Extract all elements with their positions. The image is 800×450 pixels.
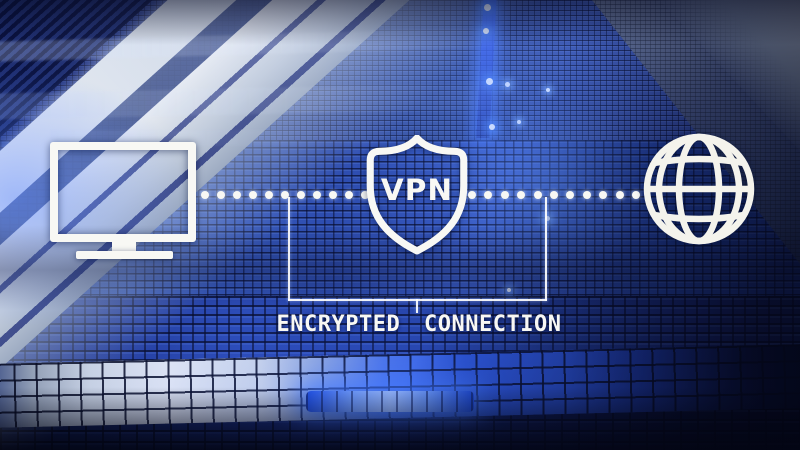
vpn-shield-label: VPN xyxy=(381,173,453,207)
monitor-stand-base xyxy=(76,251,173,259)
connection-dot xyxy=(549,190,558,199)
bracket-line-tick xyxy=(416,299,418,313)
connection-dot xyxy=(533,190,542,199)
connection-dot xyxy=(361,190,369,199)
dotted-connection-left xyxy=(201,190,369,199)
connection-dot xyxy=(313,190,321,199)
connection-dot xyxy=(281,190,289,199)
connection-dot xyxy=(329,190,337,199)
connection-dot xyxy=(517,190,526,199)
connection-dot xyxy=(615,190,624,199)
connection-dot xyxy=(233,190,241,199)
globe-icon xyxy=(643,133,755,245)
bracket-line-right xyxy=(545,197,547,301)
vpn-shield-icon: VPN xyxy=(366,135,468,255)
connection-dot xyxy=(249,190,257,199)
connection-dot xyxy=(599,190,608,199)
connection-dot xyxy=(468,190,476,199)
connection-dot xyxy=(484,190,493,199)
connection-dot xyxy=(500,190,509,199)
connection-dot xyxy=(297,190,305,199)
monitor-stand-neck xyxy=(112,241,136,252)
connection-dot xyxy=(217,190,225,199)
dotted-connection-right xyxy=(468,190,640,199)
connection-dot xyxy=(201,190,209,199)
connection-dot xyxy=(566,190,575,199)
monitor-screen xyxy=(50,142,196,242)
connection-dot xyxy=(582,190,591,199)
connection-dot xyxy=(265,190,273,199)
connection-dot xyxy=(631,190,640,199)
connection-dot xyxy=(345,190,353,199)
encrypted-connection-label: ENCRYPTED CONNECTION xyxy=(276,312,562,337)
bracket-line-left xyxy=(288,197,290,301)
